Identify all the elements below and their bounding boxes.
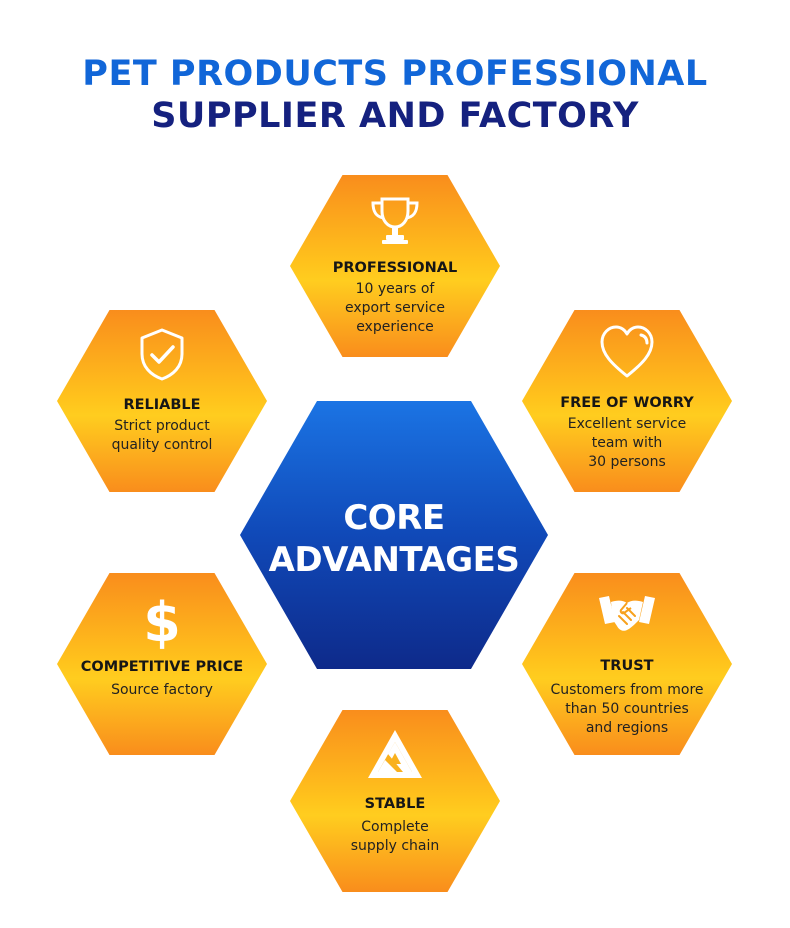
advantage-hex-competitive-price: $ COMPETITIVE PRICE Source factory	[57, 573, 267, 755]
advantage-hex-stable: STABLE Complete supply chain	[290, 710, 500, 892]
advantage-description: Complete supply chain	[350, 819, 440, 854]
advantage-description: Strict product quality control	[111, 418, 213, 453]
core-advantages-hex: CORE ADVANTAGES	[240, 401, 548, 669]
advantage-title: TRUST	[600, 658, 654, 674]
advantage-description: Customers from more than 50 countries an…	[550, 682, 704, 736]
advantage-description: 10 years of export service experience	[345, 281, 445, 335]
page-title-line-2: SUPPLIER AND FACTORY	[151, 96, 639, 136]
advantage-hex-trust: TRUST Customers from more than 50 countr…	[522, 573, 732, 755]
advantage-title: RELIABLE	[123, 397, 201, 413]
core-advantages-label: CORE ADVANTAGES	[268, 498, 520, 580]
advantage-hex-reliable: RELIABLE Strict product quality control	[57, 310, 267, 492]
advantage-title: PROFESSIONAL	[332, 260, 458, 276]
shield-check-icon	[132, 324, 192, 384]
dollar-icon: $	[132, 589, 192, 649]
page-title-line-1: PET PRODUCTS PROFESSIONAL	[82, 54, 708, 94]
advantage-title: COMPETITIVE PRICE	[80, 659, 244, 675]
advantage-description: Source factory	[111, 682, 213, 698]
trophy-icon	[365, 189, 425, 249]
triangle-logo-icon	[365, 726, 425, 786]
advantage-hex-free-of-worry: FREE OF WORRY Excellent service team wit…	[522, 310, 732, 492]
svg-text:$: $	[143, 591, 181, 649]
advantage-description: Excellent service team with 30 persons	[567, 416, 687, 470]
handshake-icon	[597, 588, 657, 648]
advantage-title: FREE OF WORRY	[560, 395, 694, 411]
advantage-title: STABLE	[364, 796, 426, 812]
advantage-hex-professional: PROFESSIONAL 10 years of export service …	[290, 175, 500, 357]
heart-icon	[597, 322, 657, 382]
